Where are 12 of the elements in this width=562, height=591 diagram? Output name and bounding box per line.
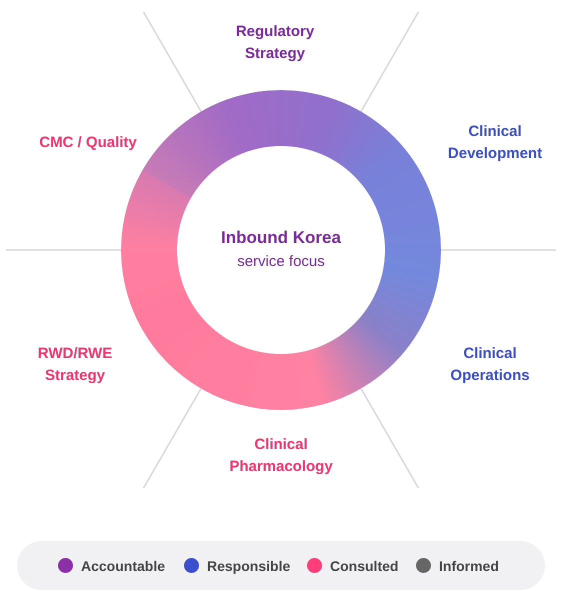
legend-label: Informed (439, 558, 499, 574)
segment-label: Clinical Operations (449, 344, 531, 386)
segment-label: Clinical Development (446, 122, 544, 164)
segment-label: RWD/RWE Strategy (36, 344, 114, 386)
legend-label: Consulted (330, 558, 398, 574)
center-title: Inbound Korea (221, 227, 341, 249)
segment-label: Regulatory Strategy (234, 22, 316, 64)
legend-label: Accountable (81, 558, 166, 574)
legend-label: Responsible (207, 558, 290, 574)
segment-label: Clinical Pharmacology (228, 435, 334, 477)
center-subtitle: service focus (237, 252, 325, 272)
segment-label: CMC / Quality (38, 133, 138, 153)
